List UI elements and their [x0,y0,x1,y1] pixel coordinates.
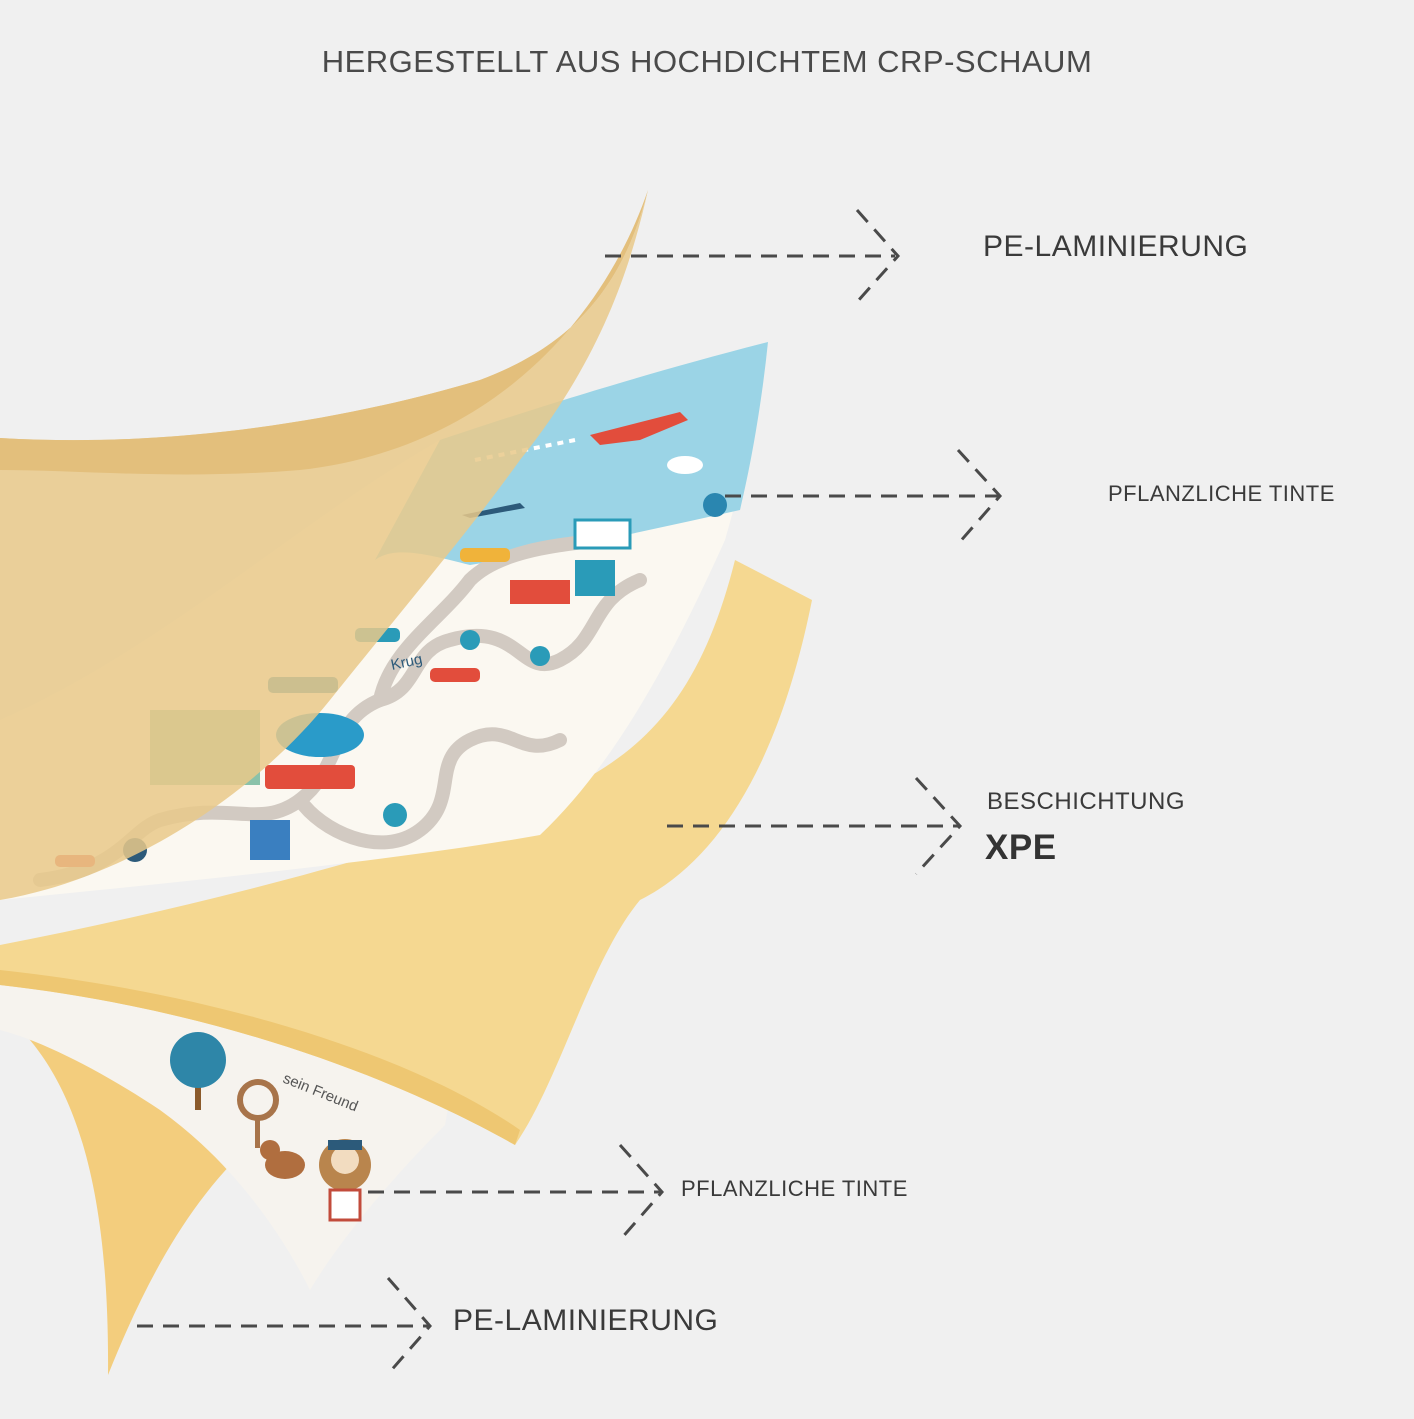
label-plant-ink-bottom: PFLANZLICHE TINTE [681,1176,908,1202]
label-xpe: XPE [985,828,1057,868]
label-plant-ink-top: PFLANZLICHE TINTE [1108,481,1335,507]
callout-pe-bottom [137,1278,430,1374]
label-coating: BESCHICHTUNG [987,788,1185,816]
diagram-title: HERGESTELLT AUS HOCHDICHTEM CRP-SCHAUM [0,44,1414,80]
label-pe-laminate-top: PE-LAMINIERUNG [983,230,1248,264]
callout-ink-top [725,450,1000,544]
label-pe-laminate-bottom: PE-LAMINIERUNG [453,1304,718,1338]
callout-ink-bottom [368,1145,662,1240]
bus-icon [265,765,355,789]
callout-pe-top [605,210,898,302]
cloud-icon [667,456,703,474]
